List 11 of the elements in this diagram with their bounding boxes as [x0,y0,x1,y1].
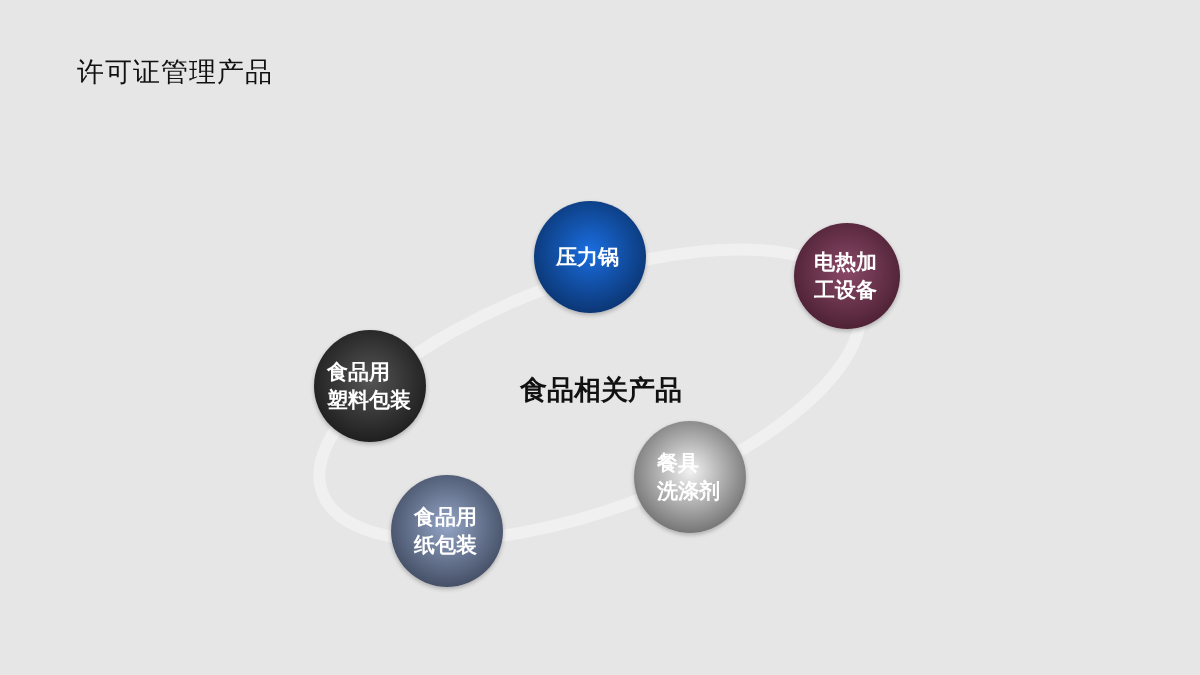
node-label: 压力锅 [556,244,621,271]
circle-node [534,201,646,313]
circle-node [634,421,746,533]
node-label: 食品用塑料包装 [326,359,412,414]
node-label: 电热加工设备 [814,249,879,304]
circle-node [314,330,426,442]
circle-node [391,475,503,587]
circle-node [794,223,900,329]
node-label: 食品用纸包装 [414,504,479,559]
center-label: 食品相关产品 [520,373,682,407]
title: 许可证管理产品 [77,55,273,89]
